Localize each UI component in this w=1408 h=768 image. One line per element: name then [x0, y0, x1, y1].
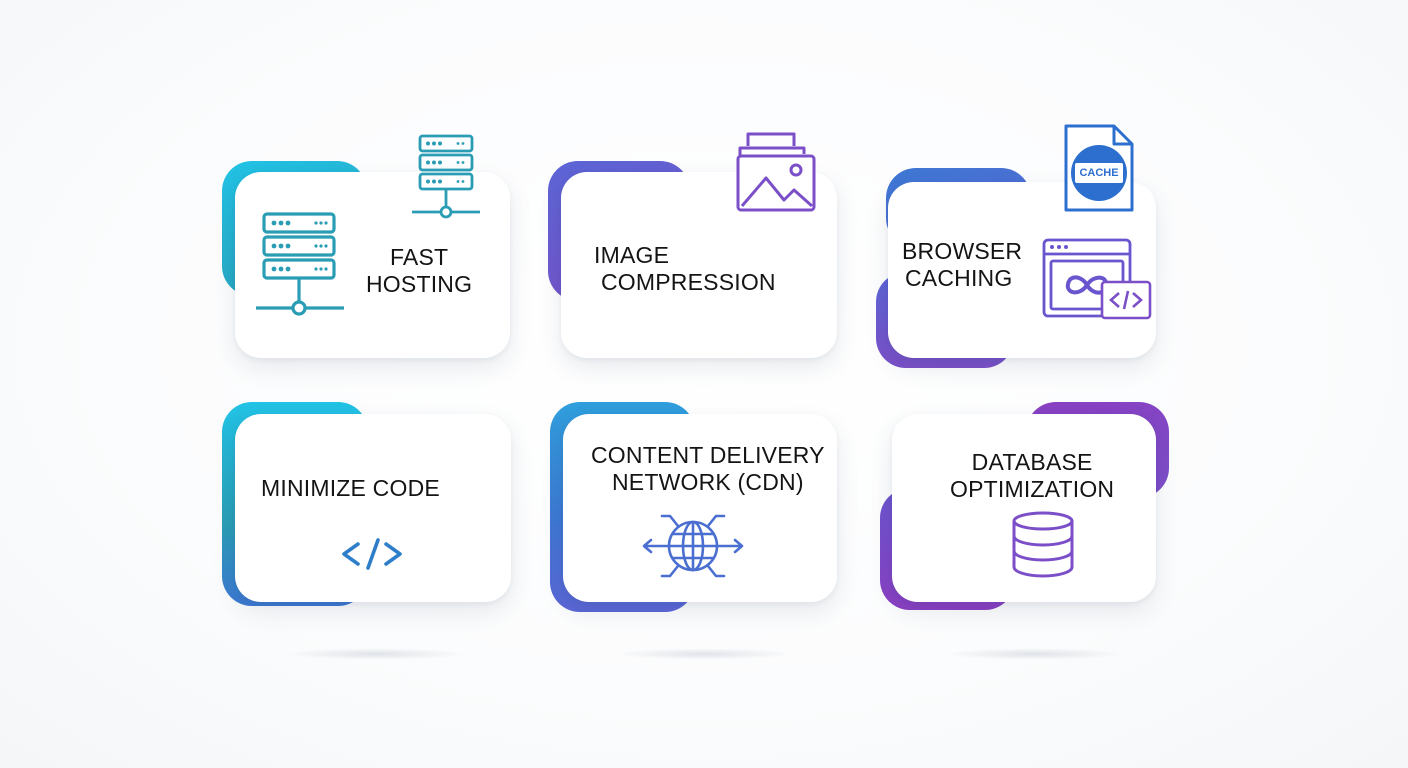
cache-badge: CACHE	[1079, 167, 1119, 179]
card-label-line-2: CACHING	[905, 265, 1013, 291]
globe-network-icon	[642, 514, 744, 578]
card-label-line-2: OPTIMIZATION	[950, 476, 1115, 502]
card-label-line-1: BROWSER	[902, 238, 1023, 264]
card-image-compression: IMAGE COMPRESSION	[548, 130, 848, 360]
floor-shadow	[944, 648, 1124, 660]
card-label: FAST HOSTING	[366, 244, 472, 298]
floor-shadow	[286, 648, 466, 660]
card-label-line-1: DATABASE	[971, 449, 1093, 475]
code-brackets-icon	[342, 538, 402, 570]
card-cdn: CONTENT DELIVERY NETWORK (CDN)	[550, 400, 850, 630]
card-browser-caching: BROWSER CACHING CACHE	[876, 124, 1176, 368]
code-tag-icon	[1100, 280, 1152, 320]
card-label: BROWSER CACHING	[902, 238, 1022, 292]
server-rack-icon	[412, 134, 480, 219]
card-label-line-2: COMPRESSION	[601, 269, 776, 295]
card-database-optimization: DATABASE OPTIMIZATION	[880, 400, 1180, 630]
card-label-line-2: HOSTING	[366, 271, 473, 297]
database-icon	[1012, 511, 1074, 578]
card-label-line-1: CONTENT DELIVERY	[591, 442, 825, 468]
card-label-line-1: MINIMIZE CODE	[261, 475, 440, 501]
cache-file-icon: CACHE	[1062, 122, 1136, 214]
card-minimize-code: MINIMIZE CODE	[222, 400, 522, 630]
card-panel	[235, 414, 511, 602]
card-label: IMAGE COMPRESSION	[594, 242, 776, 296]
card-panel	[563, 414, 837, 602]
image-stack-icon	[736, 132, 816, 212]
card-label: CONTENT DELIVERY NETWORK (CDN)	[591, 442, 825, 496]
card-label-line-1: IMAGE	[594, 242, 670, 268]
card-label: MINIMIZE CODE	[261, 475, 440, 502]
server-rack-icon	[256, 212, 344, 316]
card-panel	[235, 172, 510, 358]
card-fast-hosting: FAST HOSTING	[222, 130, 522, 360]
card-panel	[892, 414, 1156, 602]
card-label-line-1: FAST	[389, 244, 449, 270]
card-label-line-2: NETWORK (CDN)	[612, 469, 804, 495]
card-label: DATABASE OPTIMIZATION	[950, 449, 1114, 503]
floor-shadow	[614, 648, 794, 660]
